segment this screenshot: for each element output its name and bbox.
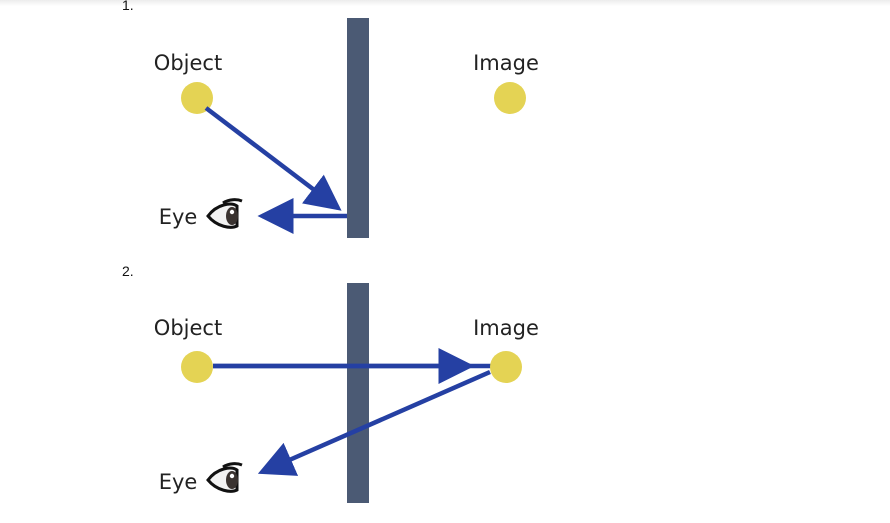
eye-label: Eye: [159, 470, 198, 494]
object-label: Object: [154, 51, 222, 75]
image-label: Image: [473, 51, 539, 75]
image-point: [494, 82, 526, 114]
object-point: [181, 82, 213, 114]
panel-2-number: 2.: [122, 263, 134, 279]
panel-2: Object Image Eye: [154, 283, 539, 503]
image-point: [490, 351, 522, 383]
top-shade: [0, 0, 890, 6]
mirror: [347, 18, 369, 238]
eye-icon: [206, 462, 244, 493]
object-label: Object: [154, 316, 222, 340]
eye-icon: [206, 198, 244, 229]
eye-label: Eye: [159, 205, 198, 229]
incident-ray: [204, 106, 342, 211]
ray-to-eye: [257, 369, 491, 476]
object-point: [181, 351, 213, 383]
panel-1-number: 1.: [122, 0, 134, 13]
image-label: Image: [473, 316, 539, 340]
panel-1: Object Image Eye: [154, 18, 539, 238]
mirror: [347, 283, 369, 503]
